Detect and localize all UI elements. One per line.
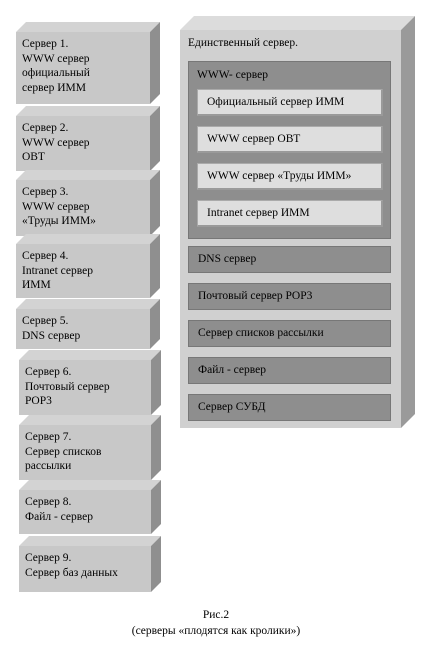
server-box-label: Сервер 9. Сервер баз данных [19,546,151,592]
server-box-2: Сервер 2. WWW сервер ОВТ [16,116,150,171]
server-box-label: Сервер 6. Почтовый сервер POP3 [19,360,151,415]
server-box-label: Сервер 3. WWW сервер «Труды ИММ» [16,180,150,236]
server-box-9: Сервер 9. Сервер баз данных [19,546,151,592]
www-item-ovt: WWW сервер ОВТ [197,126,383,153]
service-dbms: Сервер СУБД [188,394,391,421]
server-box-3: Сервер 3. WWW сервер «Труды ИММ» [16,180,150,236]
service-mailing-lists: Сервер списков рассылки [188,320,391,347]
www-item-official: Официальный сервер ИММ [197,89,383,116]
server-box-4: Сервер 4. Intranet сервер ИММ [16,244,150,298]
server-box-5: Сервер 5. DNS сервер [16,309,150,349]
server-box-8: Сервер 8. Файл - сервер [19,490,151,534]
www-group-title: WWW- сервер [197,69,268,81]
figure-caption-text: (серверы «плодятся как кролики») [131,625,301,637]
www-item-trudy: WWW сервер «Труды ИММ» [197,163,383,190]
server-box-label: Сервер 4. Intranet сервер ИММ [16,244,150,298]
service-file: Файл - сервер [188,357,391,384]
service-pop3: Почтовый сервер POP3 [188,283,391,310]
server-box-label: Сервер 8. Файл - сервер [19,490,151,534]
server-box-label: Сервер 5. DNS сервер [16,309,150,349]
server-box-label: Сервер 1. WWW сервер официальный сервер … [16,32,150,104]
server-box-6: Сервер 6. Почтовый сервер POP3 [19,360,151,415]
www-item-intranet: Intranet сервер ИММ [197,200,383,227]
server-box-7: Сервер 7. Сервер списков рассылки [19,425,151,480]
server-box-1: Сервер 1. WWW сервер официальный сервер … [16,32,150,104]
server-box-label: Сервер 2. WWW сервер ОВТ [16,116,150,171]
service-dns: DNS сервер [188,246,391,273]
figure-caption-number: Рис.2 [202,609,230,621]
server-box-label: Сервер 7. Сервер списков рассылки [19,425,151,480]
